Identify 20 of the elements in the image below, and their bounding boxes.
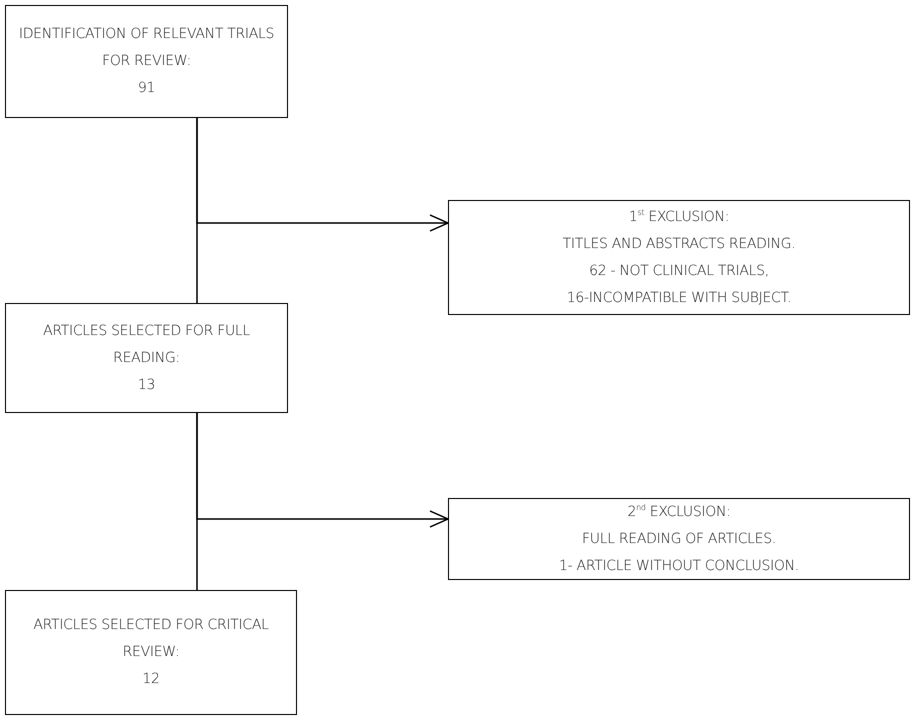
process-box <box>448 498 910 580</box>
box-text: 1$^{st}$ EXCLUSION: <box>628 206 730 226</box>
box-text: 13 <box>136 376 156 394</box>
box-text: TITLES AND ABSTRACTS READING. <box>562 234 796 254</box>
process-box <box>5 303 288 413</box>
process-box <box>5 5 288 118</box>
box-text: FULL READING OF ARTICLES. <box>581 530 777 548</box>
box-text: 91 <box>136 79 156 98</box>
box-text: 12 <box>141 670 161 689</box>
box-text: ARTICLES SELECTED FOR FULL READING: <box>42 322 251 368</box>
box-text: 62 - NOT CLINICAL TRIALS, <box>588 262 770 280</box>
arrow <box>196 413 449 528</box>
process-box <box>448 200 910 315</box>
box-text: 16-INCOMPATIBLE WITH SUBJECT. <box>566 288 792 308</box>
box-text: 1- ARTICLE WITHOUT CONCLUSION. <box>558 556 800 576</box>
process-box <box>5 590 297 715</box>
box-text: IDENTIFICATION OF RELEVANT TRIALS FOR REVIEW: <box>18 25 276 71</box>
box-text: 2$^{nd}$ EXCLUSION: <box>626 502 732 522</box>
box-text: ARTICLES SELECTED FOR CRITICAL REVIEW: <box>32 616 270 662</box>
arrow <box>196 118 449 232</box>
